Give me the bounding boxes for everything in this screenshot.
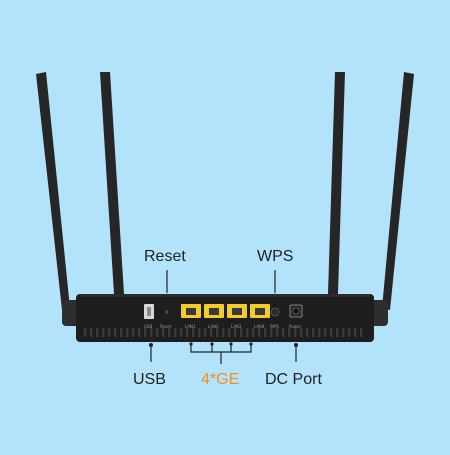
- vent-slot: [342, 328, 345, 337]
- wps-callout: WPS: [257, 248, 294, 265]
- vent-slot: [228, 328, 231, 337]
- vent-slot: [216, 328, 219, 337]
- vent-slot: [306, 328, 309, 337]
- vent-slot: [336, 328, 339, 337]
- vent-slot: [288, 328, 291, 337]
- vent-slot: [180, 328, 183, 337]
- vent-slot: [222, 328, 225, 337]
- vent-slot: [270, 328, 273, 337]
- vent-slot: [318, 328, 321, 337]
- vent-slot: [330, 328, 333, 337]
- vent-slot: [300, 328, 303, 337]
- vent-slot: [156, 328, 159, 337]
- lan3-leader-dot: [229, 342, 233, 346]
- antenna-outer-right: [382, 72, 414, 310]
- dc-port-hole: [292, 307, 300, 315]
- vent-slot: [198, 328, 201, 337]
- port-label-lan1: LAN1: [185, 324, 196, 329]
- antenna-outer-left: [36, 72, 70, 310]
- vent-slot: [282, 328, 285, 337]
- vent-slot: [276, 328, 279, 337]
- vent-slot: [186, 328, 189, 337]
- vent-slot: [234, 328, 237, 337]
- antenna-base-right: [370, 300, 388, 326]
- port-label-power: Power: [289, 324, 302, 329]
- vent-slot: [84, 328, 87, 337]
- vent-slot: [120, 328, 123, 337]
- lan-port-2-socket: [209, 308, 219, 315]
- vent-slot: [204, 328, 207, 337]
- port-label-usb: USB: [144, 324, 153, 329]
- vent-slot: [162, 328, 165, 337]
- usb-port-inner: [147, 307, 151, 316]
- vent-slot: [138, 328, 141, 337]
- lan2-leader-dot: [210, 342, 214, 346]
- vent-slots: [84, 328, 363, 337]
- vent-slot: [102, 328, 105, 337]
- vent-slot: [312, 328, 315, 337]
- lan4-leader-dot: [249, 342, 253, 346]
- lan-bracket: [190, 344, 252, 364]
- vent-slot: [252, 328, 255, 337]
- lan-port-1-socket: [186, 308, 196, 315]
- vent-slot: [90, 328, 93, 337]
- port-label-lan2: LAN2: [208, 324, 219, 329]
- vent-slot: [192, 328, 195, 337]
- vent-slot: [348, 328, 351, 337]
- vent-slot: [150, 328, 153, 337]
- lan-port-4-socket: [255, 308, 265, 315]
- vent-slot: [114, 328, 117, 337]
- vent-slot: [264, 328, 267, 337]
- router-top-edge: [80, 294, 370, 297]
- vent-slot: [168, 328, 171, 337]
- vent-slot: [354, 328, 357, 337]
- antenna-base-left: [62, 300, 80, 326]
- vent-slot: [258, 328, 261, 337]
- dc-port-callout: DC Port: [265, 371, 322, 388]
- port-label-lan3: LAN3: [231, 324, 242, 329]
- vent-slot: [174, 328, 177, 337]
- vent-slot: [324, 328, 327, 337]
- leader-lines: [150, 270, 297, 364]
- port-label-lan4: LAN4: [254, 324, 265, 329]
- lan-callout: 4*GE: [201, 371, 240, 388]
- port-label-wps: WPS: [270, 324, 279, 329]
- vent-slot: [126, 328, 129, 337]
- port-label-reset: Reset: [160, 324, 172, 329]
- vent-slot: [240, 328, 243, 337]
- vent-slot: [294, 328, 297, 337]
- vent-slot: [246, 328, 249, 337]
- vent-slot: [360, 328, 363, 337]
- vent-slot: [132, 328, 135, 337]
- usb-callout: USB: [133, 371, 166, 388]
- reset-pinhole: [165, 310, 169, 314]
- leader-dots: [149, 342, 298, 347]
- vent-slot: [210, 328, 213, 337]
- lan-port-3-socket: [232, 308, 242, 315]
- antenna-inner-right: [328, 72, 345, 294]
- usb-leader-dot: [149, 343, 153, 347]
- reset-callout: Reset: [144, 248, 186, 265]
- vent-slot: [108, 328, 111, 337]
- lan1-leader-dot: [189, 342, 193, 346]
- antenna-inner-left: [100, 72, 124, 294]
- wps-button: [270, 307, 280, 317]
- vent-slot: [96, 328, 99, 337]
- vent-slot: [144, 328, 147, 337]
- dc-port-leader-dot: [294, 343, 298, 347]
